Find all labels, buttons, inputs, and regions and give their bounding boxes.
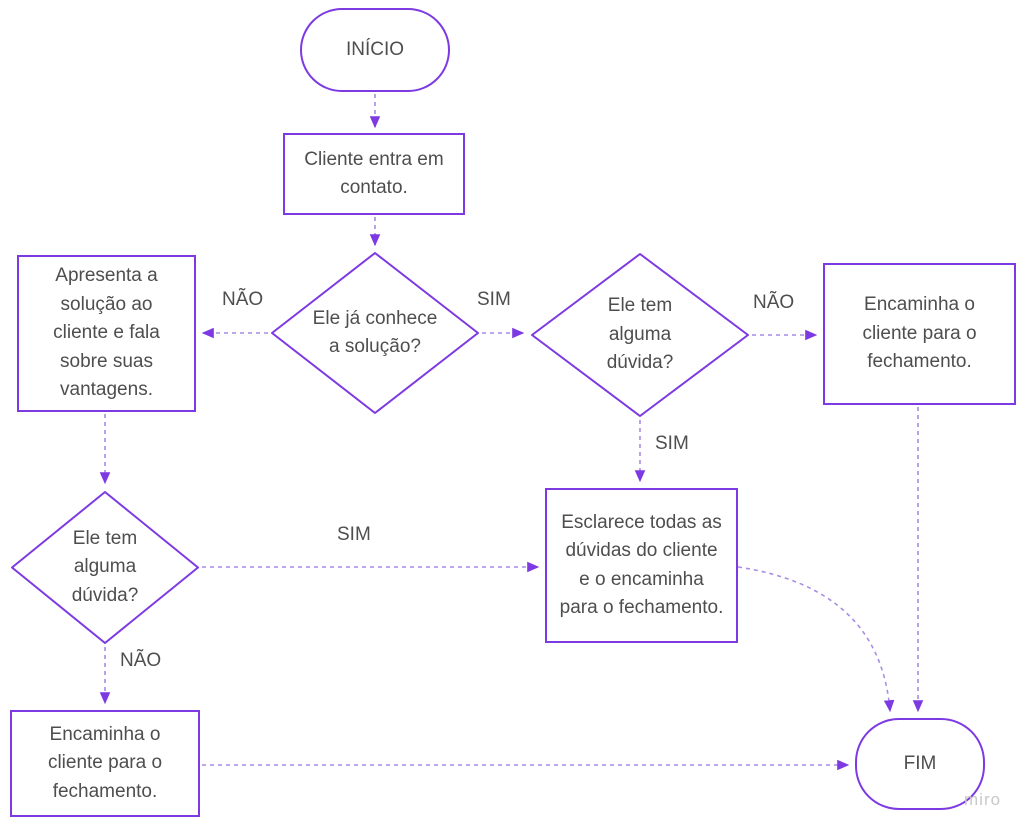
node-start-label: INÍCIO xyxy=(345,38,405,60)
diamond-shape xyxy=(11,491,199,644)
edge-label-sim-duvida-esquerda[interactable]: SIM xyxy=(337,524,371,545)
node-encaminha-fechamento-direita[interactable]: Encaminha o cliente para o fechamento. xyxy=(823,263,1016,405)
node-decision-duvida-direita[interactable]: Ele tem alguma dúvida? xyxy=(530,252,750,418)
node-decision-duvida-esquerda[interactable]: Ele tem alguma dúvida? xyxy=(10,490,200,645)
node-cliente-contato-label: Cliente entra em contato. xyxy=(304,148,444,199)
node-decision-conhece-label: Ele já conhece a solução? xyxy=(312,307,438,358)
node-end-terminator[interactable]: FIM xyxy=(855,718,985,810)
node-apresenta-solucao[interactable]: Apresenta a solução ao cliente e fala so… xyxy=(17,255,196,412)
node-encaminha-fechamento-esquerda-label: Encaminha o cliente para o fechamento. xyxy=(47,723,163,802)
edge-label-nao-duvida-direita[interactable]: NÃO xyxy=(753,292,795,313)
node-encaminha-fechamento-esquerda[interactable]: Encaminha o cliente para o fechamento. xyxy=(10,710,200,817)
edge-label-sim-duvida-direita[interactable]: SIM xyxy=(655,433,689,454)
node-esclarece-duvidas[interactable]: Esclarece todas as dúvidas do cliente e … xyxy=(545,488,738,643)
node-encaminha-fechamento-direita-label: Encaminha o cliente para o fechamento. xyxy=(862,294,977,373)
node-apresenta-solucao-label: Apresenta a solução ao cliente e fala so… xyxy=(53,265,160,401)
diamond-shape xyxy=(531,253,749,417)
node-decision-duvida-direita-label: Ele tem alguma dúvida? xyxy=(606,295,674,374)
node-decision-conhece-solucao[interactable]: Ele já conhece a solução? xyxy=(270,251,480,415)
node-decision-duvida-esquerda-label: Ele tem alguma dúvida? xyxy=(71,527,139,606)
edge-label-nao-duvida-esquerda[interactable]: NÃO xyxy=(120,650,162,671)
node-start-terminator[interactable]: INÍCIO xyxy=(300,8,450,92)
node-esclarece-duvidas-label: Esclarece todas as dúvidas do cliente e … xyxy=(559,511,724,619)
node-cliente-contato[interactable]: Cliente entra em contato. xyxy=(283,133,465,215)
miro-watermark: miro xyxy=(964,790,1002,809)
diamond-shape xyxy=(271,252,479,414)
edge-label-sim-conhece[interactable]: SIM xyxy=(477,289,511,310)
edge-esclarece-to-fim[interactable] xyxy=(737,566,895,713)
edge-label-nao-conhece[interactable]: NÃO xyxy=(222,289,264,310)
node-end-label: FIM xyxy=(903,752,937,774)
